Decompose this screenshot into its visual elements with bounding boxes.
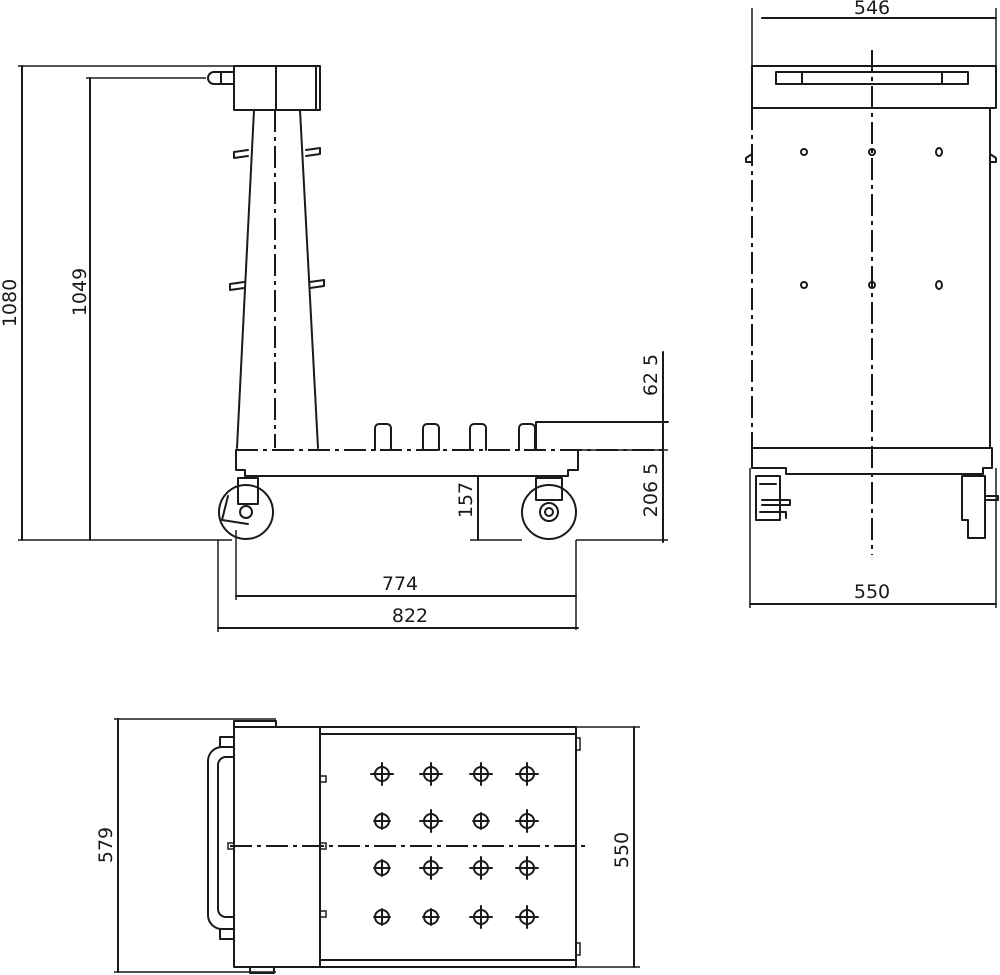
dim-deck-height: 206 5 xyxy=(640,463,662,517)
dim-top-width: 546 xyxy=(854,0,890,19)
dim-overall-length: 822 xyxy=(392,605,428,627)
dim-overall-height: 1080 xyxy=(0,279,21,327)
dim-upper-offset: 62 5 xyxy=(640,354,662,396)
top-view xyxy=(114,718,640,974)
dim-top-overall-width: 579 xyxy=(95,827,117,863)
side-view xyxy=(18,65,669,632)
end-view xyxy=(745,8,999,608)
dim-handle-height: 1049 xyxy=(69,268,91,316)
swivel-caster-brake xyxy=(218,477,274,540)
dim-top-deck-width: 550 xyxy=(611,832,633,868)
deck-pegs xyxy=(374,423,536,451)
swivel-caster xyxy=(521,477,577,540)
peg-grid xyxy=(370,762,539,929)
dim-caster-height: 157 xyxy=(455,482,477,518)
dim-base-width: 550 xyxy=(854,581,890,603)
dim-wheelbase: 774 xyxy=(382,573,418,595)
